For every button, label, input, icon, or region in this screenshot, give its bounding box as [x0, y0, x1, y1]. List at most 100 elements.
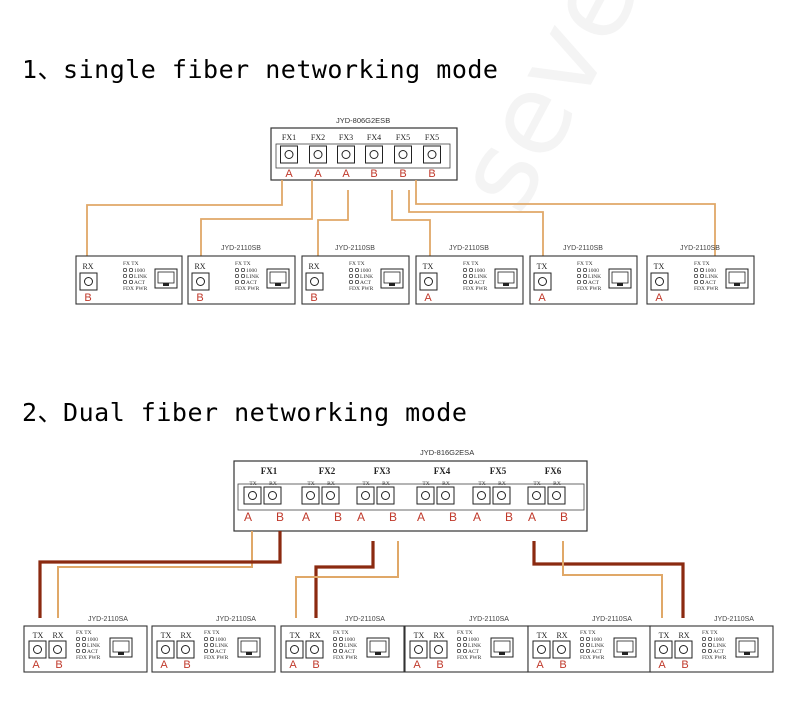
converter-sa-port-a: A — [536, 659, 544, 671]
converter-sb-led — [582, 267, 588, 273]
switch1-port-name: FX4 — [367, 133, 381, 142]
switch2-port-name: FX2 — [319, 466, 336, 476]
dual-fiber-cable-tx — [57, 531, 253, 618]
switch2-port-name: FX1 — [261, 466, 278, 476]
converter-sa-led — [701, 648, 707, 654]
converter-sa-port-b: B — [681, 659, 688, 671]
converter-sb-led — [128, 273, 134, 279]
switch1-port-ab: B — [428, 168, 435, 180]
switch2-port-tx-lens — [477, 491, 486, 500]
rj45-port-jack — [616, 640, 634, 653]
switch2-port-rx-lens — [268, 491, 277, 500]
converter-sb-fx-tx-label: FX TX — [577, 261, 593, 267]
converter-sb-port-ab: B — [310, 292, 317, 304]
converter-sa-led-label: ACT — [713, 649, 725, 655]
single-fiber-cable — [317, 190, 349, 262]
switch2-port-a: A — [473, 510, 481, 524]
switch2-port-tx-lens — [361, 491, 370, 500]
converter-sb-port-name: RX — [194, 262, 205, 271]
converter-sb-led — [234, 273, 240, 279]
converter-sa-led — [707, 636, 713, 642]
rj45-port-clip — [118, 652, 124, 655]
converter-sa-port-b: B — [312, 659, 319, 671]
converter-sa-led — [456, 642, 462, 648]
converter-sb-led — [122, 273, 128, 279]
converter-sb-led-label: LINK — [474, 274, 487, 280]
converter-sb-fdx-pwr-label: FDX PWR — [235, 286, 260, 292]
single-fiber-cable — [391, 190, 431, 262]
switch2-tx-label: TX — [533, 481, 540, 487]
dual-fiber-cable-tx — [562, 541, 663, 618]
converter-sb-led-label: 1000 — [134, 268, 145, 274]
converter-sa-rx-label: RX — [180, 631, 191, 640]
converter-sa-led — [81, 648, 87, 654]
rj45-port-jack — [728, 271, 746, 284]
converter-sb-led — [354, 279, 360, 285]
converter-sa-model: JYD-2110SA — [88, 616, 128, 623]
switch1-port-lens — [369, 150, 379, 159]
converter-sb-led — [693, 267, 699, 273]
switch1-port-name: FX1 — [282, 133, 296, 142]
converter-sb-port-lens — [655, 277, 664, 286]
switch2-port-rx-lens — [552, 491, 561, 500]
rj45-port-clip — [375, 652, 381, 655]
switch2-rx-label: RX — [498, 481, 506, 487]
converter-sa-fdx-pwr-label: FDX PWR — [76, 655, 101, 661]
converter-sb-fx-tx-label: FX TX — [349, 261, 365, 267]
converter-sa-rx-label: RX — [433, 631, 444, 640]
converter-sb-fdx-pwr-label: FDX PWR — [463, 286, 488, 292]
switch1-port-ab: B — [370, 168, 377, 180]
switch2-rx-label: RX — [382, 481, 390, 487]
switch2-tx-label: TX — [249, 481, 256, 487]
converter-sb-led-label: ACT — [246, 280, 258, 286]
converter-sa-led-label: 1000 — [713, 637, 724, 643]
converter-sb-fx-tx-label: FX TX — [123, 261, 139, 267]
converter-sa-port-b: B — [559, 659, 566, 671]
switch2-rx-label: RX — [327, 481, 335, 487]
converter-sa-port-rx-lens — [679, 645, 688, 654]
converter-sa-fdx-pwr-label: FDX PWR — [457, 655, 482, 661]
single-fiber-cable — [86, 180, 283, 262]
converter-sb-led-label: ACT — [360, 280, 372, 286]
converter-sa-led — [209, 642, 215, 648]
switch2-port-a: A — [357, 510, 365, 524]
converter-sb-led-label: ACT — [705, 280, 717, 286]
rj45-port-clip — [389, 283, 395, 286]
switch2-rx-label: RX — [553, 481, 561, 487]
converter-sa-led — [338, 636, 344, 642]
converter-sa-led — [338, 642, 344, 648]
converter-sa-led — [579, 642, 585, 648]
converter-sa-fdx-pwr-label: FDX PWR — [702, 655, 727, 661]
section2-heading: 2、Dual fiber networking mode — [22, 398, 468, 427]
switch2-port-tx-lens — [421, 491, 430, 500]
converter-sa-led — [462, 636, 468, 642]
converter-sb-fdx-pwr-label: FDX PWR — [577, 286, 602, 292]
converter-sb-model: JYD-2110SB — [221, 245, 261, 252]
converter-sa-port-tx-lens — [33, 645, 42, 654]
converter-sb-led — [240, 267, 246, 273]
rj45-port-clip — [622, 652, 628, 655]
converter-sa-port-b: B — [436, 659, 443, 671]
converter-sb-port-ab: A — [655, 292, 663, 304]
converter-sa-led-label: 1000 — [344, 637, 355, 643]
converter-sa-rx-label: RX — [678, 631, 689, 640]
converter-sa-tx-label: TX — [659, 631, 670, 640]
converter-sa-port-tx-lens — [659, 645, 668, 654]
converter-sa-port-a: A — [289, 659, 297, 671]
converter-sa-port-b: B — [55, 659, 62, 671]
converter-sa-led — [203, 648, 209, 654]
converter-sb-led-label: 1000 — [588, 268, 599, 274]
switch2-port-b: B — [505, 510, 513, 524]
converter-sb-led — [354, 273, 360, 279]
rj45-port-jack — [493, 640, 511, 653]
switch2-port-a: A — [302, 510, 310, 524]
converter-sa-port-tx-lens — [161, 645, 170, 654]
converter-sa-led-label: LINK — [591, 643, 604, 649]
switch1-port-name: FX5 — [425, 133, 439, 142]
converter-sa-port-a: A — [160, 659, 168, 671]
converter-sb-led-label: LINK — [705, 274, 718, 280]
